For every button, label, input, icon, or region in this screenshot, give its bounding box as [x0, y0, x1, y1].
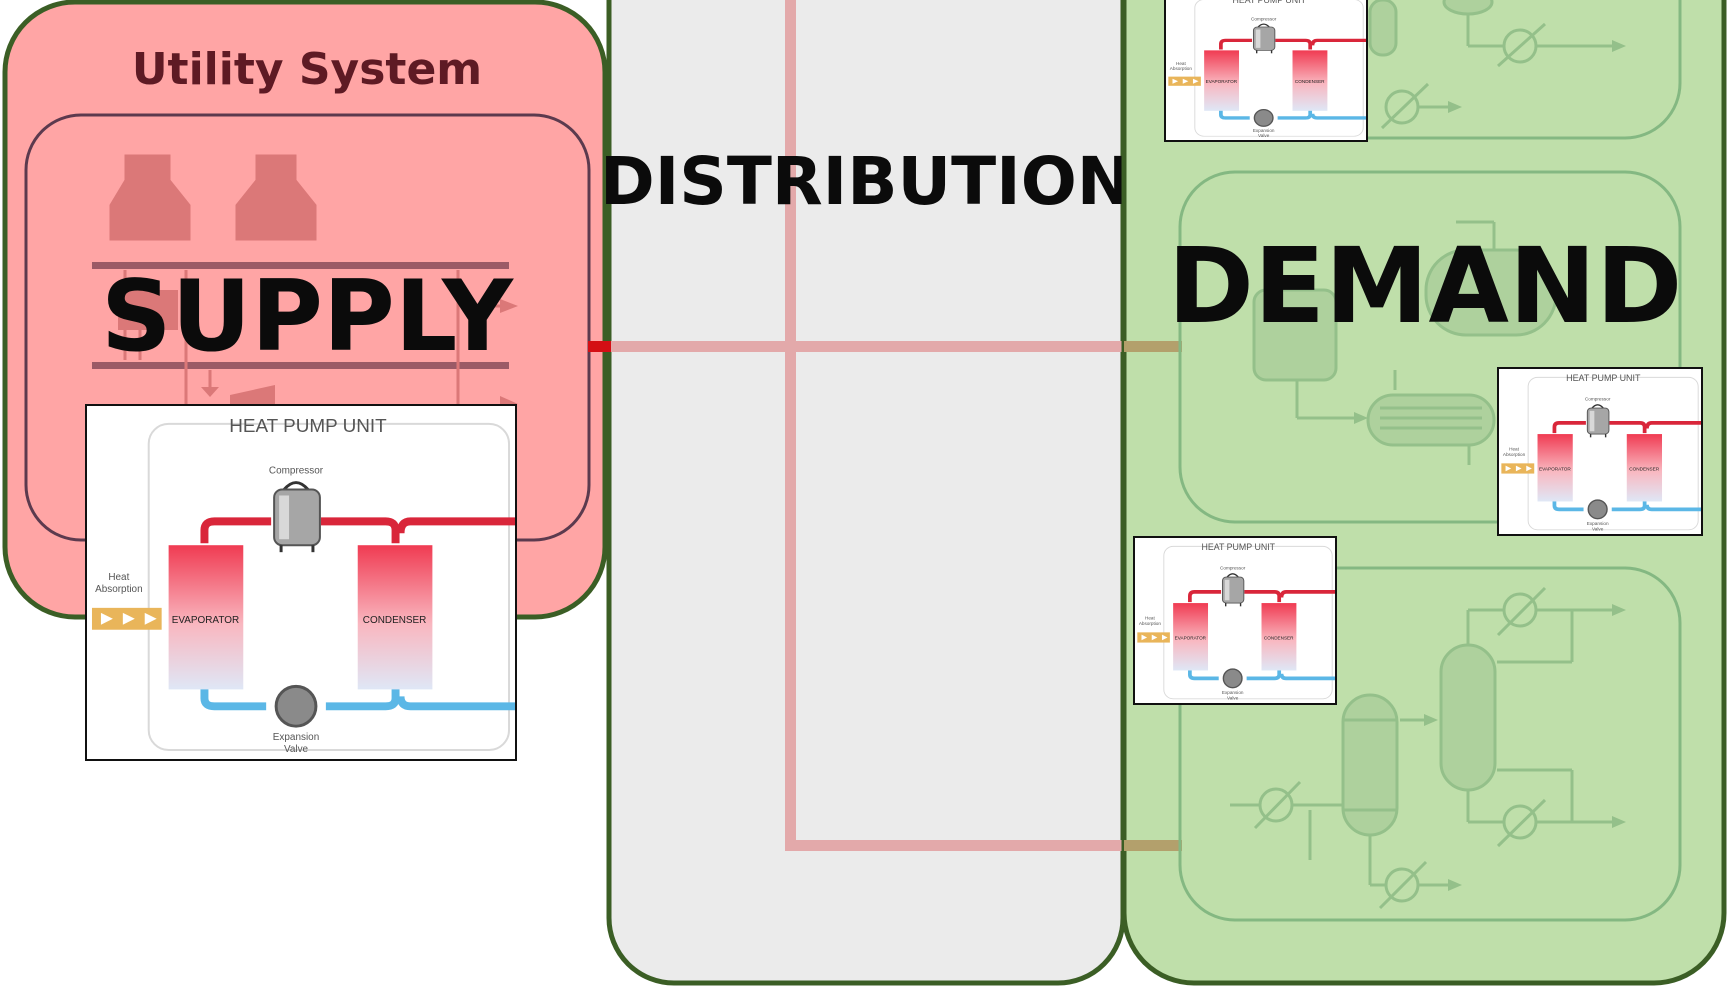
distribution-panel: DISTRIBUTION	[588, 0, 1179, 986]
condenser	[1626, 434, 1663, 502]
expansion-valve-icon	[1587, 499, 1608, 520]
hp-heat-label-1: Heat	[1145, 615, 1155, 620]
hp-evaporator-label: EVAPORATOR	[1206, 79, 1237, 84]
supply-equipment-sketch	[92, 154, 518, 410]
hp-expansion-label-1: Expansion	[1253, 128, 1275, 133]
hp-title: HEAT PUMP UNIT	[1566, 373, 1641, 383]
hp-heat-label-1: Heat	[108, 572, 129, 583]
demand-label: DEMAND	[1168, 225, 1683, 347]
hp-condenser-label: CONDENSER	[1295, 79, 1325, 84]
hp-heat-label-1: Heat	[1176, 61, 1187, 66]
demand-panel: DEMAND	[1121, 0, 1727, 986]
hp-evaporator-label: EVAPORATOR	[172, 615, 239, 626]
hp-evaporator-label: EVAPORATOR	[1175, 635, 1207, 640]
hp-expansion-label-2: Valve	[1227, 696, 1239, 701]
hp-condenser-label: CONDENSER	[1629, 466, 1660, 471]
hp-compressor-label: Compressor	[1220, 566, 1246, 571]
hp-expansion-label-1: Expansion	[273, 732, 319, 743]
compressor-icon	[1252, 23, 1276, 54]
hp-condenser-label: CONDENSER	[1264, 635, 1294, 640]
hp-expansion-label-1: Expansion	[1222, 690, 1244, 695]
hp-expansion-label-2: Valve	[284, 744, 309, 755]
hp-expansion-label-2: Valve	[1592, 527, 1604, 532]
distribution-pipes	[588, 0, 1179, 851]
supply-label: SUPPLY	[101, 260, 514, 374]
heat-pump-unit-demand-bottom: HEAT PUMP UNIT Compressor Heat Absorptio…	[1133, 536, 1337, 705]
expansion-valve-icon	[1222, 668, 1243, 689]
hp-compressor-label: Compressor	[1585, 397, 1611, 402]
compressor-icon	[273, 481, 321, 553]
condenser	[1292, 50, 1328, 111]
condenser	[1261, 603, 1297, 671]
heat-pump-unit-demand-top: HEAT PUMP UNIT Compressor Heat Absorptio…	[1164, 0, 1368, 142]
hp-heat-label-2: Absorption	[95, 584, 143, 595]
hp-title: HEAT PUMP UNIT	[1201, 542, 1275, 552]
hp-title: HEAT PUMP UNIT	[1232, 0, 1306, 5]
hp-compressor-label: Compressor	[1251, 17, 1277, 22]
hp-compressor-label: Compressor	[269, 466, 324, 477]
hp-condenser-label: CONDENSER	[363, 615, 427, 626]
distribution-label: DISTRIBUTION	[600, 143, 1132, 220]
hp-title: HEAT PUMP UNIT	[229, 416, 387, 437]
compressor-icon	[1586, 404, 1610, 438]
condenser	[357, 545, 433, 690]
expansion-valve-icon	[1253, 108, 1274, 127]
utility-system-title: Utility System	[132, 44, 482, 95]
evaporator	[1204, 50, 1240, 111]
heat-pump-unit-supply: HEAT PUMP UNIT Compressor Heat Absorptio…	[85, 404, 517, 761]
hp-heat-label-1: Heat	[1509, 446, 1520, 451]
evaporator	[1537, 434, 1573, 502]
evaporator	[1173, 603, 1209, 671]
hp-heat-label-2: Absorption	[1170, 66, 1193, 71]
heat-pump-unit-demand-middle: HEAT PUMP UNIT Compressor Heat Absorptio…	[1497, 367, 1703, 536]
hp-heat-label-2: Absorption	[1139, 621, 1162, 626]
evaporator	[168, 545, 244, 690]
hp-expansion-label-2: Valve	[1258, 133, 1270, 138]
expansion-valve-icon	[274, 684, 318, 728]
hp-heat-label-2: Absorption	[1503, 452, 1526, 457]
hp-expansion-label-1: Expansion	[1587, 521, 1609, 526]
hp-evaporator-label: EVAPORATOR	[1539, 466, 1571, 471]
demand-process-sketch	[1230, 0, 1626, 910]
compressor-icon	[1221, 573, 1245, 607]
